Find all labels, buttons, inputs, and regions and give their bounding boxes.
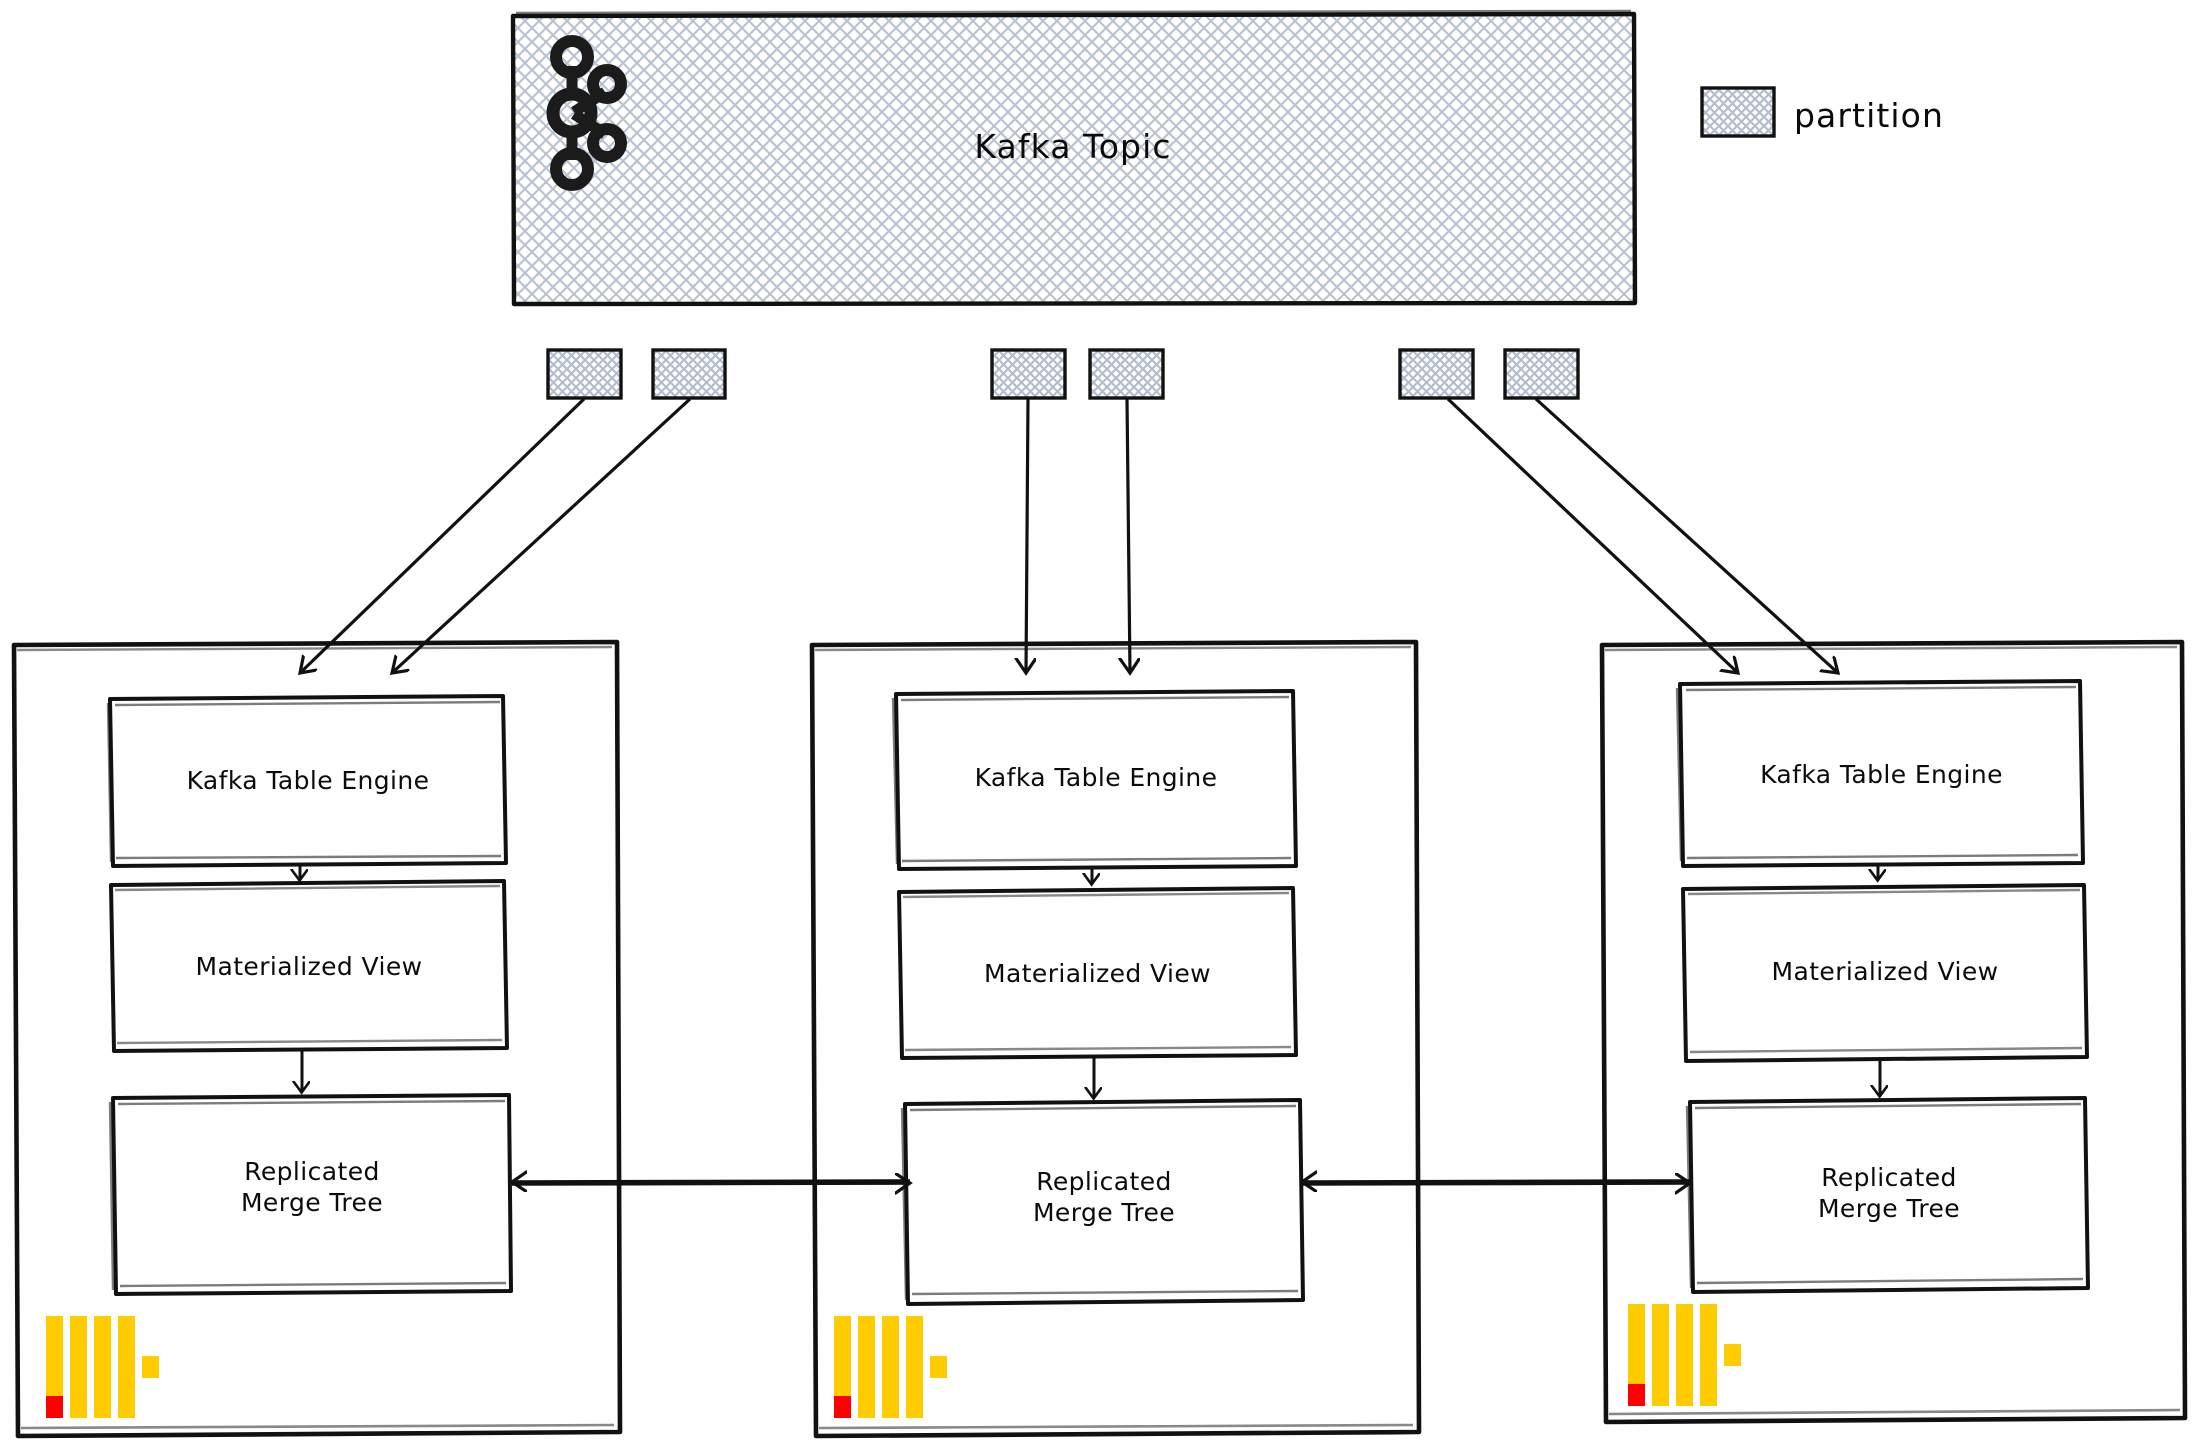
legend-swatch-icon bbox=[1700, 86, 1776, 138]
partition-1[interactable] bbox=[651, 348, 727, 400]
node-2-replicated-merge-tree-box[interactable] bbox=[900, 1098, 1305, 1306]
node-3-internal-arrows bbox=[1878, 866, 1880, 1096]
node-1-materialized-view-box[interactable] bbox=[109, 879, 509, 1053]
arrow-partition0-to-node1 bbox=[300, 397, 586, 673]
node-2-container bbox=[809, 639, 1422, 1439]
node-3-clickhouse-logo bbox=[1628, 1304, 1741, 1406]
arrow-partition1-to-node1 bbox=[392, 397, 692, 673]
node-1-container bbox=[11, 639, 623, 1439]
partition-3[interactable] bbox=[1088, 348, 1165, 400]
node-2-materialized-view-box[interactable] bbox=[897, 886, 1298, 1060]
node-3-materialized-view-box[interactable] bbox=[1681, 883, 2089, 1063]
node-1-replicated-merge-tree-box[interactable] bbox=[108, 1093, 513, 1296]
node-3-container bbox=[1599, 639, 2188, 1425]
arrow-partition3-to-node2 bbox=[1127, 398, 1130, 673]
replication-arrow-node1-node2 bbox=[512, 1181, 910, 1184]
node-2-internal-arrows bbox=[1092, 869, 1094, 1098]
kafka-logo bbox=[546, 35, 627, 191]
node-1-kafka-table-engine-box[interactable] bbox=[106, 694, 508, 868]
node-1-internal-arrows bbox=[300, 866, 302, 1092]
kafka-topic-box bbox=[510, 9, 1638, 307]
partition-5[interactable] bbox=[1503, 348, 1580, 400]
arrow-partition2-to-node2 bbox=[1026, 398, 1028, 673]
arrow-partition5-to-node3 bbox=[1534, 397, 1838, 673]
node-2-clickhouse-logo bbox=[834, 1316, 947, 1418]
node-3-kafka-table-engine-box[interactable] bbox=[1675, 679, 2085, 868]
arrow-partition4-to-node3 bbox=[1446, 397, 1738, 673]
replication-arrow-node2-node3 bbox=[1302, 1181, 1690, 1184]
partition-0[interactable] bbox=[546, 348, 623, 400]
node-3-replicated-merge-tree-box[interactable] bbox=[1685, 1096, 2090, 1294]
node-1-clickhouse-logo bbox=[46, 1316, 159, 1418]
partition-4[interactable] bbox=[1398, 348, 1475, 400]
node-2-kafka-table-engine-box[interactable] bbox=[891, 689, 1298, 871]
partition-2[interactable] bbox=[990, 348, 1067, 400]
